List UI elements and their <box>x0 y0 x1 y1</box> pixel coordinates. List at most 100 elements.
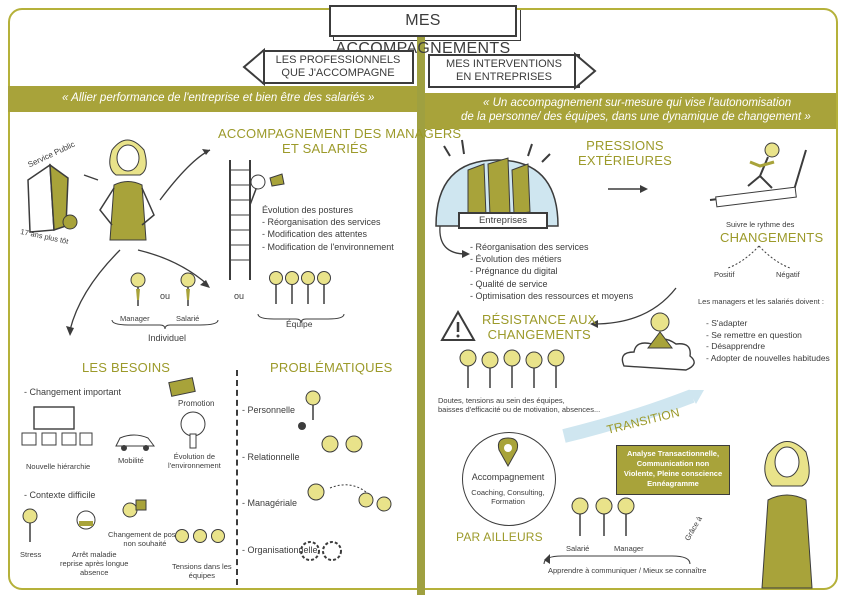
promotion-icon <box>168 377 196 397</box>
par-ailleurs-heading: PAR AILLEURS <box>456 530 543 544</box>
team-figures <box>269 271 331 304</box>
treadmill-runner-illustration <box>709 142 807 208</box>
building-icon <box>27 163 78 233</box>
accompagnement-sub: Coaching, Consulting, Formation <box>462 488 554 506</box>
arret-line3: absence <box>80 568 109 577</box>
problem-organisationnelle: - Organisationnelle <box>242 545 318 555</box>
salarie-figure <box>180 272 196 306</box>
sick-figure <box>76 510 96 530</box>
left-quote: « Allier performance de l'entreprise et … <box>62 92 375 104</box>
tree-icon <box>180 411 206 449</box>
accompagnement-label: Accompagnement <box>471 472 545 482</box>
positif-label: Positif <box>714 270 735 279</box>
manageriale-figures <box>307 483 392 512</box>
arrow-to-treadmill <box>608 185 648 193</box>
equipe-label: Équipe <box>286 319 313 329</box>
meditating-cloud-illustration <box>621 312 695 371</box>
doivent-list: - S'adapter - Se remettre en question - … <box>706 318 830 364</box>
doivent-item: - Se remettre en question <box>706 329 802 340</box>
entreprises-dome <box>435 139 559 227</box>
pressions-heading-line1: PRESSIONS <box>586 138 664 153</box>
managers-heading-line1: ACCOMPAGNEMENT DES MANAGERS <box>218 126 462 141</box>
left-quote-band: « Allier performance de l'entreprise et … <box>8 86 417 112</box>
methods-line1: Analyse Transactionnelle, <box>626 449 720 458</box>
managers-list: Évolution des postures - Réorganisation … <box>262 204 394 253</box>
changement-poste-line1: Changement de poste <box>108 530 182 539</box>
negatif-label: Négatif <box>776 270 800 279</box>
pressions-heading-line2: EXTÉRIEURES <box>578 153 672 168</box>
tensions-line1: Tensions dans les <box>172 562 232 571</box>
managers-item: Évolution des postures <box>262 205 354 215</box>
salarie-right-label: Salarié <box>566 544 590 553</box>
or-label-2: ou <box>234 291 245 301</box>
changements-heading: CHANGEMENTS <box>720 230 824 245</box>
or-label-1: ou <box>160 291 171 301</box>
evolution-env-label: Évolution de l'environnement <box>168 452 221 470</box>
doivent-item: - Désapprendre <box>706 341 766 351</box>
methods-line3: Violente, Pleine conscience <box>623 469 723 478</box>
problem-personnelle: - Personnelle <box>242 405 296 415</box>
coach-woman-illustration <box>99 139 155 241</box>
evolution-env-line1: Évolution de <box>173 452 215 461</box>
par-ailleurs-brace <box>543 554 691 565</box>
manager-label: Manager <box>120 314 150 323</box>
managers-heading-line2: ET SALARIÉS <box>282 141 368 156</box>
right-sign-arrow <box>574 51 597 91</box>
contexte-difficile: - Contexte difficile <box>24 490 96 500</box>
left-sign-line1: LES PROFESSIONNELS <box>275 54 401 66</box>
organisationnelle-gears-icon <box>300 541 342 561</box>
section-divider <box>236 370 238 585</box>
doutes-line1: Doutes, tensions au sein des équipes, <box>438 396 565 405</box>
pressions-item: - Prégnance du digital <box>470 266 558 277</box>
rythme-label: Suivre le rythme des <box>726 220 795 229</box>
transition-arrow <box>562 389 704 443</box>
entreprises-label: Entreprises <box>458 212 548 229</box>
managers-item: - Réorganisation des services <box>262 217 381 228</box>
relationnelle-figures <box>321 435 363 453</box>
changement-poste-label: Changement de poste non souhaité <box>108 530 182 548</box>
doutes-line2: baisses d'efficacité ou de motivation, a… <box>438 405 601 414</box>
doivent-item: - Adopter de nouvelles habitudes <box>706 352 830 363</box>
doutes-label: Doutes, tensions au sein des équipes, ba… <box>438 396 600 414</box>
accompagnement-sub-line2: Formation <box>491 497 525 506</box>
doivent-label: Les managers et les salariés doivent : <box>698 297 824 306</box>
right-quote-line1: « Un accompagnement sur-mesure qui vise … <box>483 97 792 109</box>
warning-icon <box>440 309 476 341</box>
managers-item: - Modification des attentes <box>262 229 368 240</box>
resistant-figures <box>459 349 565 388</box>
changement-poste-figure <box>122 499 147 518</box>
changements-branches <box>727 245 791 269</box>
car-icon <box>115 434 155 451</box>
pressions-list: - Réorganisation des services - Évolutio… <box>470 241 633 302</box>
manager-figure <box>130 272 146 306</box>
brace-equipe <box>257 313 345 324</box>
ladder-climber-illustration <box>229 160 285 280</box>
pressions-item: - Évolution des métiers <box>470 254 562 265</box>
changement-important: - Changement important <box>24 387 122 397</box>
problematiques-heading: PROBLÉMATIQUES <box>270 360 393 375</box>
pressions-item: - Optimisation des ressources et moyens <box>470 290 634 301</box>
methods-text: Analyse Transactionnelle, Communication … <box>617 449 729 489</box>
manager-right-label: Manager <box>614 544 644 553</box>
tensions-line2: équipes <box>188 571 215 580</box>
resistance-heading: RÉSISTANCE AUX CHANGEMENTS <box>482 312 597 342</box>
stress-figure <box>22 508 38 542</box>
problem-relationnelle: - Relationnelle <box>242 452 300 462</box>
mobilite-label: Mobilité <box>118 456 144 465</box>
personnelle-figure <box>298 390 321 430</box>
methods-line4: Ennéagramme <box>647 479 699 488</box>
brace-individuel <box>111 319 219 330</box>
right-quote-line2: de la personne/ des équipes, dans une dy… <box>461 111 811 123</box>
right-quote-band: « Un accompagnement sur-mesure qui vise … <box>425 93 836 129</box>
tensions-figures <box>175 529 225 543</box>
methods-box: Analyse Transactionnelle, Communication … <box>616 445 730 495</box>
right-sign-line2: EN ENTREPRISES <box>456 71 552 83</box>
problem-manageriale: - Managériale <box>242 498 298 508</box>
changement-poste-line2: non souhaité <box>123 539 167 548</box>
salarie-label: Salarié <box>176 314 200 323</box>
managers-heading: ACCOMPAGNEMENT DES MANAGERS ET SALARIÉS <box>218 126 461 156</box>
arrow-to-resistance <box>590 287 677 328</box>
left-sign: LES PROFESSIONNELS QUE J'ACCOMPAGNE <box>262 50 414 84</box>
promotion-label: Promotion <box>178 399 215 408</box>
arret-label: Arrêt maladie reprise après longue absen… <box>60 550 128 577</box>
